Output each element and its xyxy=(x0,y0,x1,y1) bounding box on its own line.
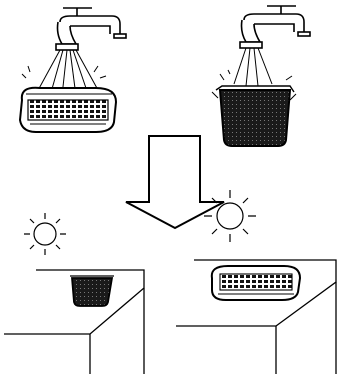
sun-icon xyxy=(204,190,256,242)
water-stream-icon xyxy=(220,48,292,86)
faucet-icon xyxy=(240,6,310,48)
down-arrow-icon xyxy=(126,136,224,228)
sun-icon xyxy=(24,213,66,255)
filter-basket-icon xyxy=(70,276,114,306)
air-cartridge-icon xyxy=(212,266,300,300)
filter-basket-icon xyxy=(212,86,296,146)
faucet-icon xyxy=(56,8,126,50)
air-cartridge-icon xyxy=(20,88,116,132)
